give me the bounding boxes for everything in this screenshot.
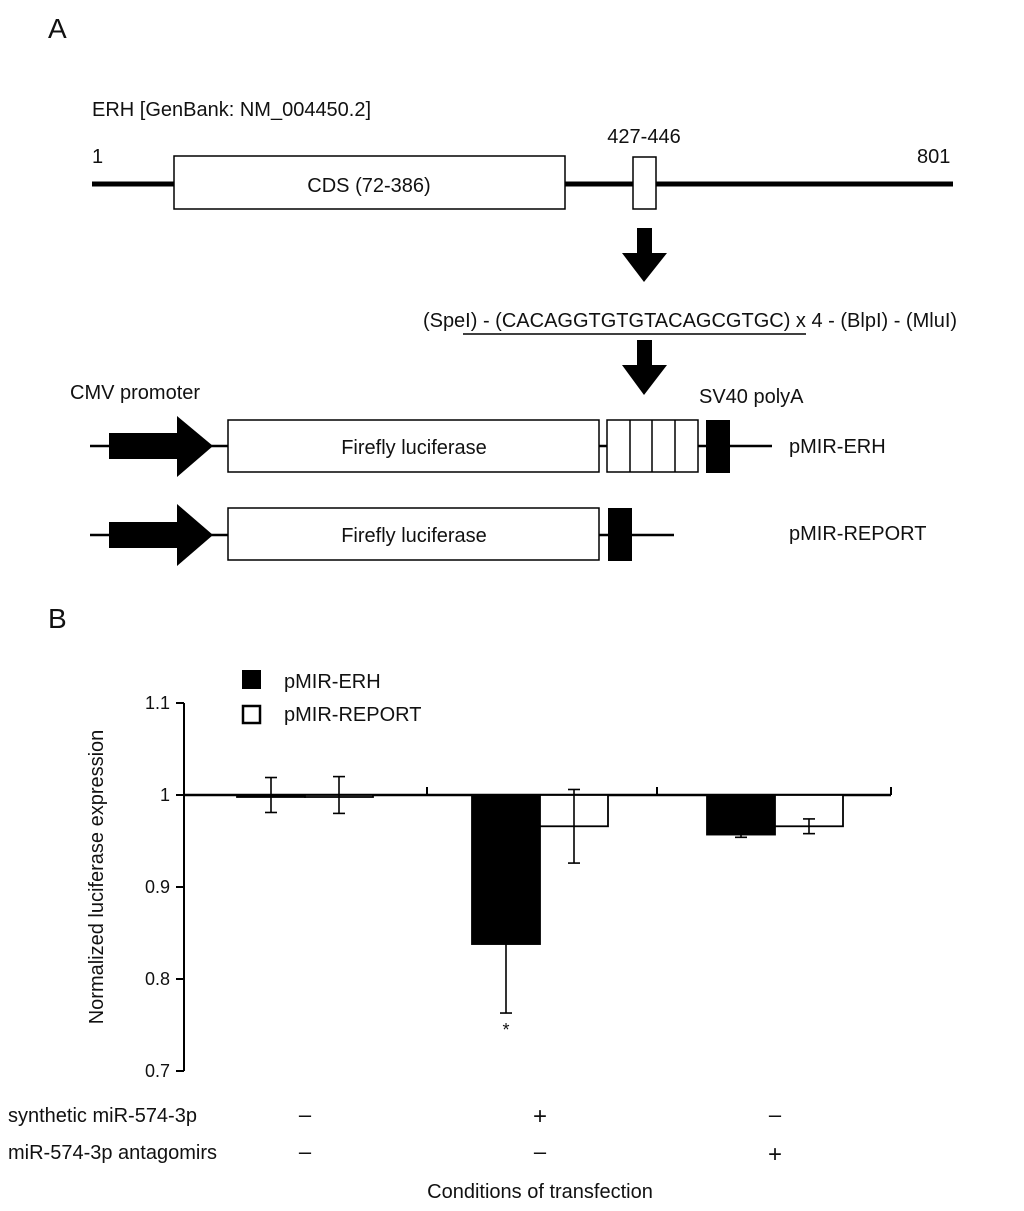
y-tick-label: 1.1 xyxy=(145,693,170,713)
legend-label-pmir-report: pMIR-REPORT xyxy=(284,704,421,726)
condition-row-label: synthetic miR-574-3p xyxy=(8,1105,197,1127)
sv40-polya-label: SV40 polyA xyxy=(699,386,804,408)
condition-cell: + xyxy=(768,1141,782,1168)
x-axis-title: Conditions of transfection xyxy=(427,1181,653,1203)
construct-pmir-report: Firefly luciferase pMIR-REPORT xyxy=(90,504,926,566)
site-label: 427-446 xyxy=(607,126,680,148)
gene-label: ERH [GenBank: NM_004450.2] xyxy=(92,99,371,121)
bar-pmir-erh xyxy=(706,794,776,836)
construct-label-pmir-report: pMIR-REPORT xyxy=(789,523,926,545)
insert-prefix: (SpeI) - ( xyxy=(423,310,502,332)
luciferase-label: Firefly luciferase xyxy=(341,525,487,547)
luciferase-box xyxy=(227,419,600,473)
down-arrow-2 xyxy=(622,340,667,395)
legend-swatch-pmir-erh xyxy=(242,670,261,689)
y-tick-label: 1 xyxy=(160,785,170,805)
condition-cell: + xyxy=(533,1103,547,1130)
y-axis-title: Normalized luciferase expression xyxy=(86,730,108,1025)
x-ticks xyxy=(426,787,892,795)
cmv-promoter-arrow xyxy=(109,504,213,566)
condition-cell: – xyxy=(534,1139,547,1164)
bars xyxy=(236,794,844,945)
panel-b-label: B xyxy=(48,603,67,634)
luciferase-label: Firefly luciferase xyxy=(341,437,487,459)
legend-label-pmir-erh: pMIR-ERH xyxy=(284,671,381,693)
condition-cell: – xyxy=(769,1102,782,1127)
cmv-promoter-arrow xyxy=(109,416,213,477)
legend: pMIR-ERH pMIR-REPORT xyxy=(241,670,421,726)
cmv-promoter-label: CMV promoter xyxy=(70,382,200,404)
target-site-box xyxy=(632,156,657,210)
bar-chart: 0.7 0.8 0.9 1 1.1 * xyxy=(145,693,892,1081)
construct-label-pmir-erh: pMIR-ERH xyxy=(789,436,886,458)
significance-marker: * xyxy=(502,1020,509,1040)
y-tick-label: 0.9 xyxy=(145,877,170,897)
y-ticks: 0.7 0.8 0.9 1 1.1 xyxy=(145,693,184,1081)
panel-b: B pMIR-ERH pMIR-REPORT Normalized lucife… xyxy=(8,603,892,1203)
insert-sequence-line: (SpeI) - (CACAGGTGTGTACAGCGTGC) x 4 - (B… xyxy=(423,310,957,332)
panel-a: A ERH [GenBank: NM_004450.2] CDS (72-386… xyxy=(48,13,957,566)
sv40-polya-block xyxy=(608,508,632,561)
cds-box xyxy=(173,155,566,210)
construct-pmir-erh: Firefly luciferase pMIR-ERH xyxy=(90,416,886,477)
panel-a-label: A xyxy=(48,13,67,44)
condition-cell: – xyxy=(299,1139,312,1164)
insert-suffix: ) x 4 - (BlpI) - (MluI) xyxy=(784,310,957,332)
error-bars xyxy=(265,775,815,1014)
condition-row-label: miR-574-3p antagomirs xyxy=(8,1142,217,1164)
legend-swatch-pmir-report xyxy=(241,704,262,725)
sv40-polya-block xyxy=(706,420,730,473)
y-tick-label: 0.7 xyxy=(145,1061,170,1081)
condition-cell: – xyxy=(299,1102,312,1127)
down-arrow-1 xyxy=(622,228,667,282)
luciferase-box xyxy=(227,507,600,561)
position-end: 801 xyxy=(917,146,950,168)
cds-label: CDS (72-386) xyxy=(307,175,430,197)
y-tick-label: 0.8 xyxy=(145,969,170,989)
insert-sequence: CACAGGTGTGTACAGCGTGC xyxy=(502,310,784,332)
position-start: 1 xyxy=(92,146,103,168)
conditions-table: synthetic miR-574-3p miR-574-3p antagomi… xyxy=(8,1102,782,1203)
